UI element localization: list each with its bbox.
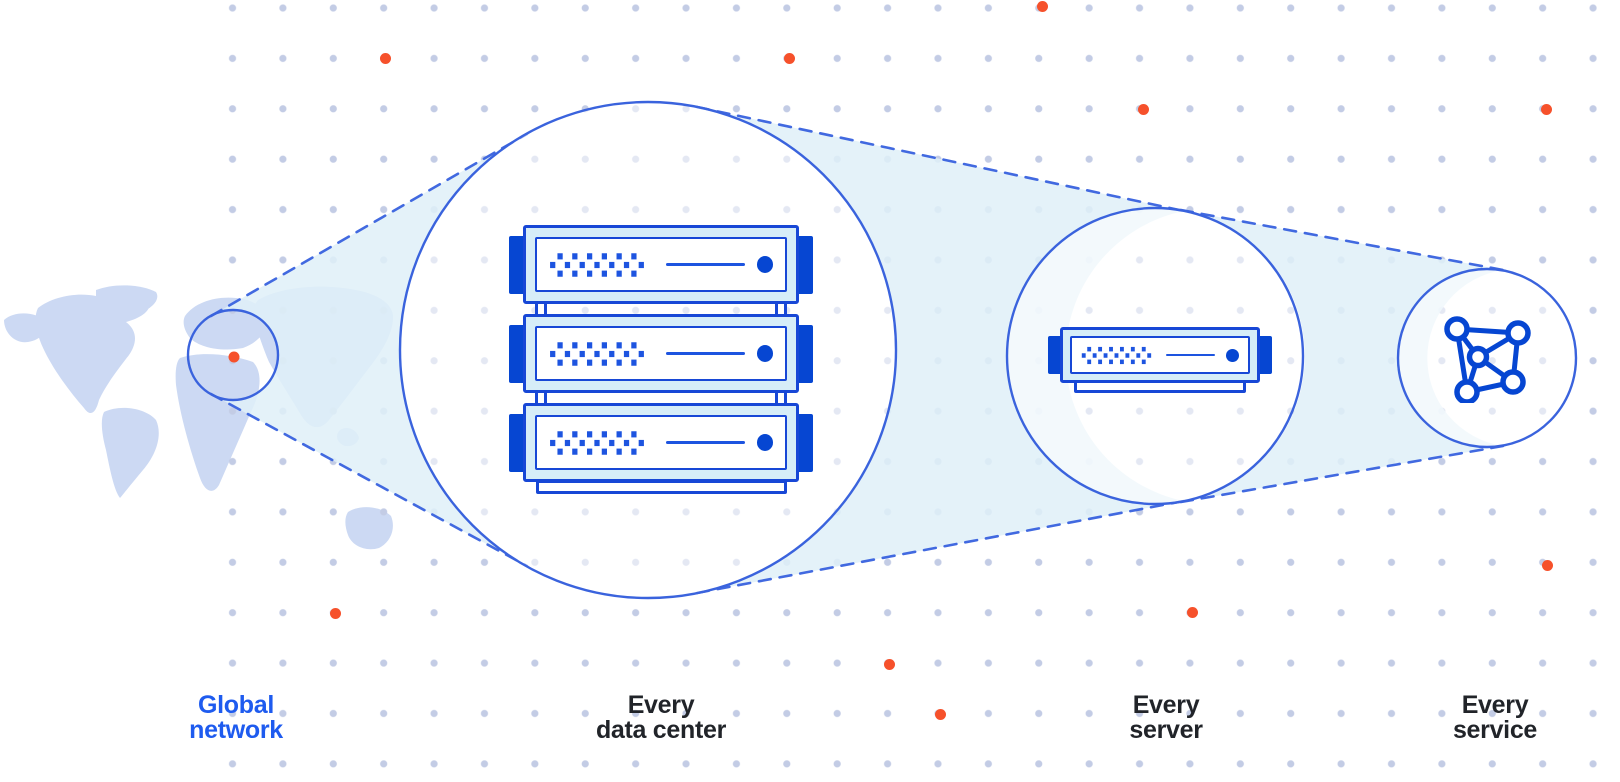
rack-ear-icon <box>795 413 813 472</box>
led-line-icon <box>1165 353 1216 357</box>
cone-edge-upper-2 <box>695 105 1186 213</box>
label-line: server <box>1129 716 1203 744</box>
server-unit-2 <box>509 314 813 393</box>
led-matrix-icon <box>549 252 645 278</box>
rack-ear-icon <box>1256 336 1272 374</box>
label-global-network: Global network <box>56 693 416 743</box>
rack-ear-icon <box>509 235 527 294</box>
accent-dot <box>1138 104 1149 115</box>
led-line-icon <box>665 352 745 355</box>
label-line: Every <box>627 691 695 719</box>
server-unit-3 <box>509 403 813 482</box>
rack-ear-icon <box>509 324 527 383</box>
continent-greenland <box>96 285 158 316</box>
accent-dot <box>1037 1 1048 12</box>
accent-dot <box>1187 607 1198 618</box>
server-unit-1 <box>509 225 813 304</box>
rack-ear-icon <box>795 324 813 383</box>
label-line: Every <box>1132 691 1200 719</box>
location-dot <box>228 351 240 363</box>
label-line: Every <box>1461 691 1529 719</box>
rack-ear-icon <box>509 413 527 472</box>
accent-dot <box>380 53 391 64</box>
network-mesh-icon <box>1444 316 1531 403</box>
led-line-icon <box>665 263 745 266</box>
accent-dot <box>1541 104 1552 115</box>
cone-edge-lower-1 <box>209 392 529 568</box>
label-every-server: Every server <box>986 693 1346 743</box>
map-focus-circle <box>186 308 280 402</box>
cone-edge-lower-3 <box>1179 444 1505 504</box>
led-dot-icon <box>756 345 773 362</box>
accent-dot <box>884 659 895 670</box>
label-every-service: Every service <box>1315 693 1620 743</box>
led-dot-icon <box>1226 348 1240 362</box>
led-matrix-icon <box>1081 346 1152 365</box>
led-matrix-icon <box>549 430 645 456</box>
accent-dot <box>1542 560 1553 571</box>
led-matrix-icon <box>549 341 645 367</box>
accent-dot <box>330 608 341 619</box>
continent-south-america <box>101 407 159 498</box>
accent-dot <box>784 53 795 64</box>
led-dot-icon <box>756 434 773 451</box>
single-server-unit <box>1048 327 1272 383</box>
accent-dot <box>935 709 946 720</box>
led-dot-icon <box>756 256 773 273</box>
led-line-icon <box>665 441 745 444</box>
cone-edge-upper-1 <box>209 132 529 318</box>
continent-north-america <box>35 292 150 414</box>
zoom-cone-map-to-datacenter <box>211 134 527 566</box>
label-every-data-center: Every data center <box>481 693 841 743</box>
rack-base-tray <box>536 480 787 494</box>
label-line: data center <box>595 716 727 744</box>
label-line: service <box>1452 716 1538 744</box>
rack-ear-icon <box>795 235 813 294</box>
cone-edge-upper-3 <box>1179 208 1505 272</box>
label-line: network <box>189 716 283 744</box>
label-line: Global <box>198 691 274 719</box>
zoom-cone-server-to-service <box>1181 210 1503 502</box>
